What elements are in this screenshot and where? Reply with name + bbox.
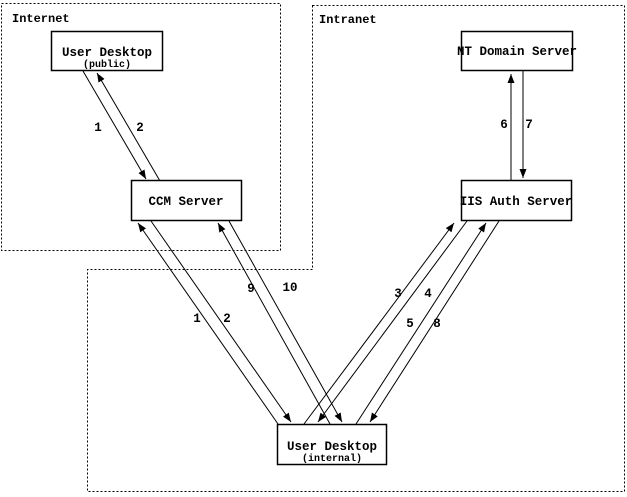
flow-label-8: 8 xyxy=(433,317,441,331)
internet-region-border xyxy=(1,3,281,251)
flow-line-2-ccm-to-internal-desktop xyxy=(150,220,292,423)
node-user-desktop-internal-box xyxy=(276,423,388,466)
flow-label-10: 10 xyxy=(282,281,297,295)
flow-line-3-internal-desktop-to-iis xyxy=(303,222,455,425)
node-nt-domain-server: NT Domain Server xyxy=(457,30,577,72)
node-iis-auth-server-box xyxy=(460,179,573,222)
flow-line-8-iis-to-internal-desktop xyxy=(369,220,500,423)
node-ccm-server-label: CCM Server xyxy=(148,195,223,209)
node-nt-domain-server-label: NT Domain Server xyxy=(457,45,577,59)
node-user-desktop-public: User Desktop (public) xyxy=(50,30,164,72)
node-user-desktop-public-sublabel: (public) xyxy=(83,59,131,71)
flow-label-9: 9 xyxy=(247,282,255,296)
node-nt-domain-server-box xyxy=(460,30,574,72)
node-ccm-server: CCM Server xyxy=(130,179,243,222)
node-iis-auth-server: IIS Auth Server xyxy=(460,179,573,222)
flow-line-10-ccm-to-internal-desktop xyxy=(228,220,343,423)
flow-line-5-internal-desktop-to-iis xyxy=(355,222,487,425)
node-user-desktop-public-box xyxy=(50,30,164,72)
flow-line-4-iis-to-internal-desktop xyxy=(317,220,468,423)
node-user-desktop-internal-label: User Desktop xyxy=(287,440,377,454)
flow-label-6: 6 xyxy=(500,118,508,132)
flow-label-5: 5 xyxy=(406,317,414,331)
intranet-region-border xyxy=(87,5,625,492)
flow-label-1-internal: 1 xyxy=(193,312,201,326)
flow-label-4: 4 xyxy=(424,287,432,301)
flow-label-1-public: 1 xyxy=(94,121,102,135)
node-user-desktop-public-label: User Desktop xyxy=(62,46,152,60)
node-ccm-server-box xyxy=(130,179,243,222)
flow-line-9-internal-desktop-to-ccm xyxy=(217,222,331,425)
flow-line-1-internal-desktop-to-ccm xyxy=(137,222,279,425)
node-user-desktop-internal-sublabel: (internal) xyxy=(302,453,362,465)
intranet-region-label: Intranet xyxy=(319,13,377,27)
flow-line-2-ccm-to-public-desktop xyxy=(96,72,161,182)
flow-label-3: 3 xyxy=(394,287,402,301)
node-user-desktop-internal: User Desktop (internal) xyxy=(276,423,388,466)
flow-line-1-public-desktop-to-ccm xyxy=(82,70,147,180)
internet-region-label: Internet xyxy=(12,12,70,26)
flow-label-2-public: 2 xyxy=(136,121,144,135)
node-iis-auth-server-label: IIS Auth Server xyxy=(460,195,573,209)
flow-label-2-internal: 2 xyxy=(223,312,231,326)
flow-label-7: 7 xyxy=(525,118,533,132)
